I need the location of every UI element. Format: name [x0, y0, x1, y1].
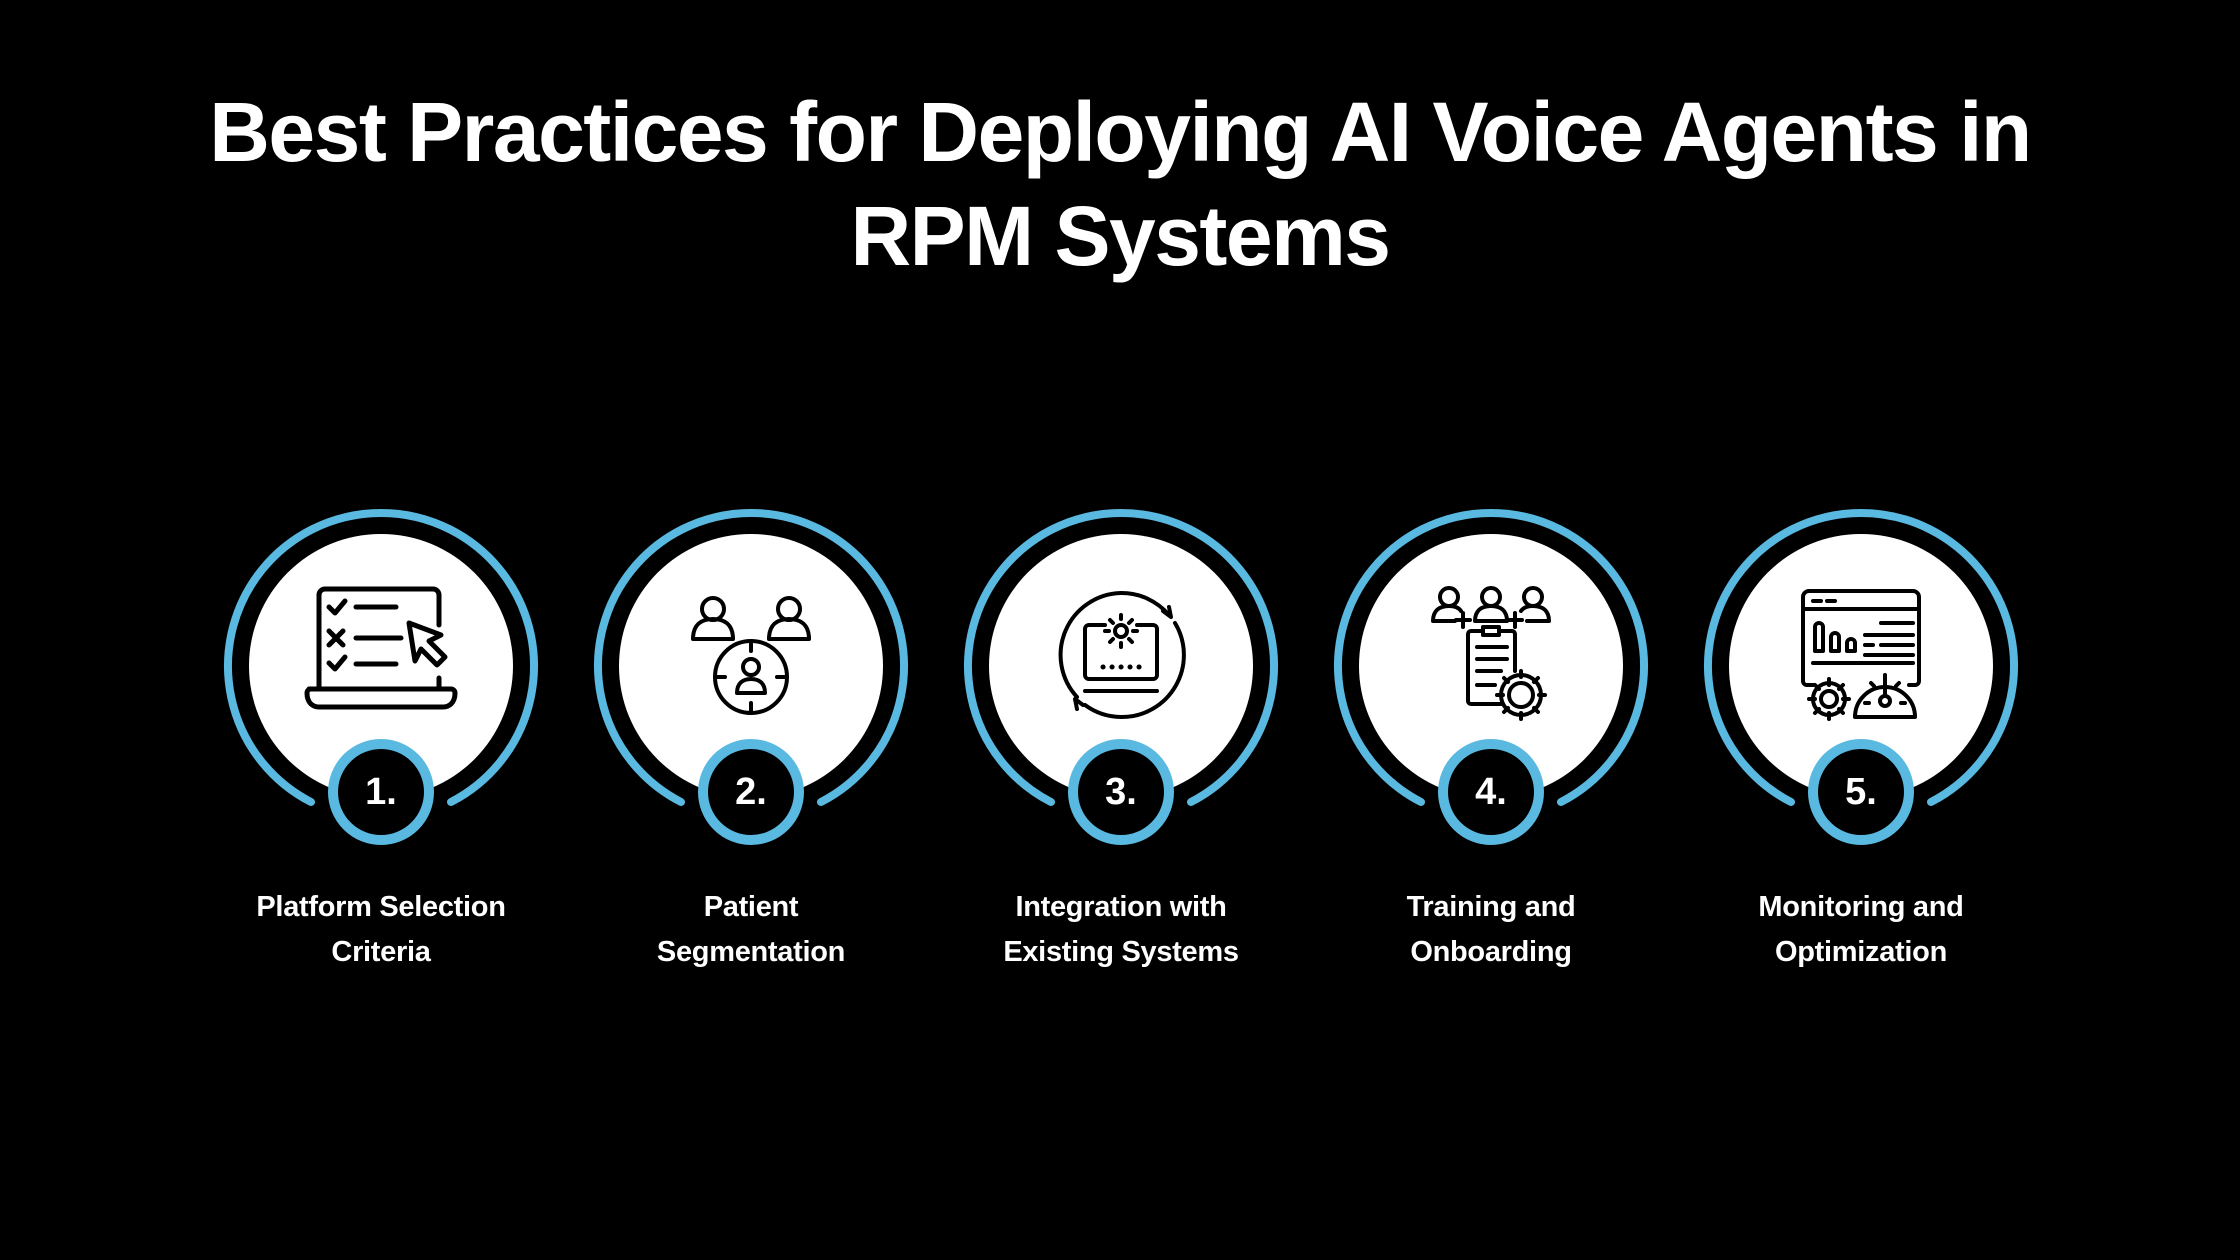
laptop-gear-sync-icon — [1058, 590, 1186, 720]
step-label-line-2: Segmentation — [656, 936, 846, 968]
title-line-1: Best Practices for Deploying AI Voice Ag… — [209, 85, 2032, 179]
step-label-line-1: Training and — [1406, 891, 1576, 923]
dashboard-gear-gauge-icon — [1801, 589, 1921, 721]
outer-ring-arc — [594, 508, 908, 806]
number-badge — [1068, 739, 1174, 845]
number-badge — [1808, 739, 1914, 845]
step-number: 5. — [1845, 771, 1877, 813]
step-label: Patient Segmentation — [551, 885, 951, 975]
step-label-line-1: Patient — [703, 891, 799, 923]
outer-ring-arc — [224, 508, 538, 806]
step-label-line-2: Existing Systems — [1003, 936, 1239, 968]
white-disc — [619, 534, 883, 798]
step-frame — [1334, 508, 1648, 845]
laptop-checklist-cursor-icon — [304, 586, 458, 710]
outer-ring-arc — [964, 508, 1278, 806]
white-disc — [1729, 534, 1993, 798]
step-number: 2. — [735, 771, 767, 813]
step-frame — [594, 508, 908, 845]
page-title: Best Practices for Deploying AI Voice Ag… — [0, 80, 2240, 288]
step-label: Monitoring and Optimization — [1661, 885, 2061, 975]
step-3: 3. Integration with Existing Systems — [951, 505, 1291, 1005]
step-2: 2. Patient Segmentation — [581, 505, 921, 1005]
step-label-line-1: Platform Selection — [256, 891, 506, 923]
white-disc — [1359, 534, 1623, 798]
step-label-line-2: Optimization — [1774, 936, 1947, 968]
step-label-line-1: Integration with — [1015, 891, 1227, 923]
team-clipboard-gear-icon — [1431, 586, 1551, 721]
step-number: 4. — [1475, 771, 1507, 813]
outer-ring-arc — [1704, 508, 2018, 806]
step-label: Platform Selection Criteria — [181, 885, 581, 975]
number-badge — [328, 739, 434, 845]
step-5: 5. Monitoring and Optimization — [1691, 505, 2031, 1005]
number-badge — [1438, 739, 1544, 845]
number-badge — [698, 739, 804, 845]
step-label: Integration with Existing Systems — [921, 885, 1321, 975]
step-label: Training and Onboarding — [1291, 885, 1691, 975]
step-4: 4. Training and Onboarding — [1321, 505, 1661, 1005]
step-label-line-1: Monitoring and — [1758, 891, 1964, 923]
step-number: 3. — [1105, 771, 1137, 813]
step-label-line-2: Onboarding — [1410, 936, 1572, 968]
step-1: 1. Platform Selection Criteria — [211, 505, 551, 1005]
outer-ring-arc — [1334, 508, 1648, 806]
step-number: 1. — [365, 771, 397, 813]
step-label-line-2: Criteria — [331, 936, 431, 968]
target-audience-users-icon — [691, 596, 811, 715]
step-frame — [1704, 508, 2018, 845]
title-line-2: RPM Systems — [850, 189, 1391, 283]
